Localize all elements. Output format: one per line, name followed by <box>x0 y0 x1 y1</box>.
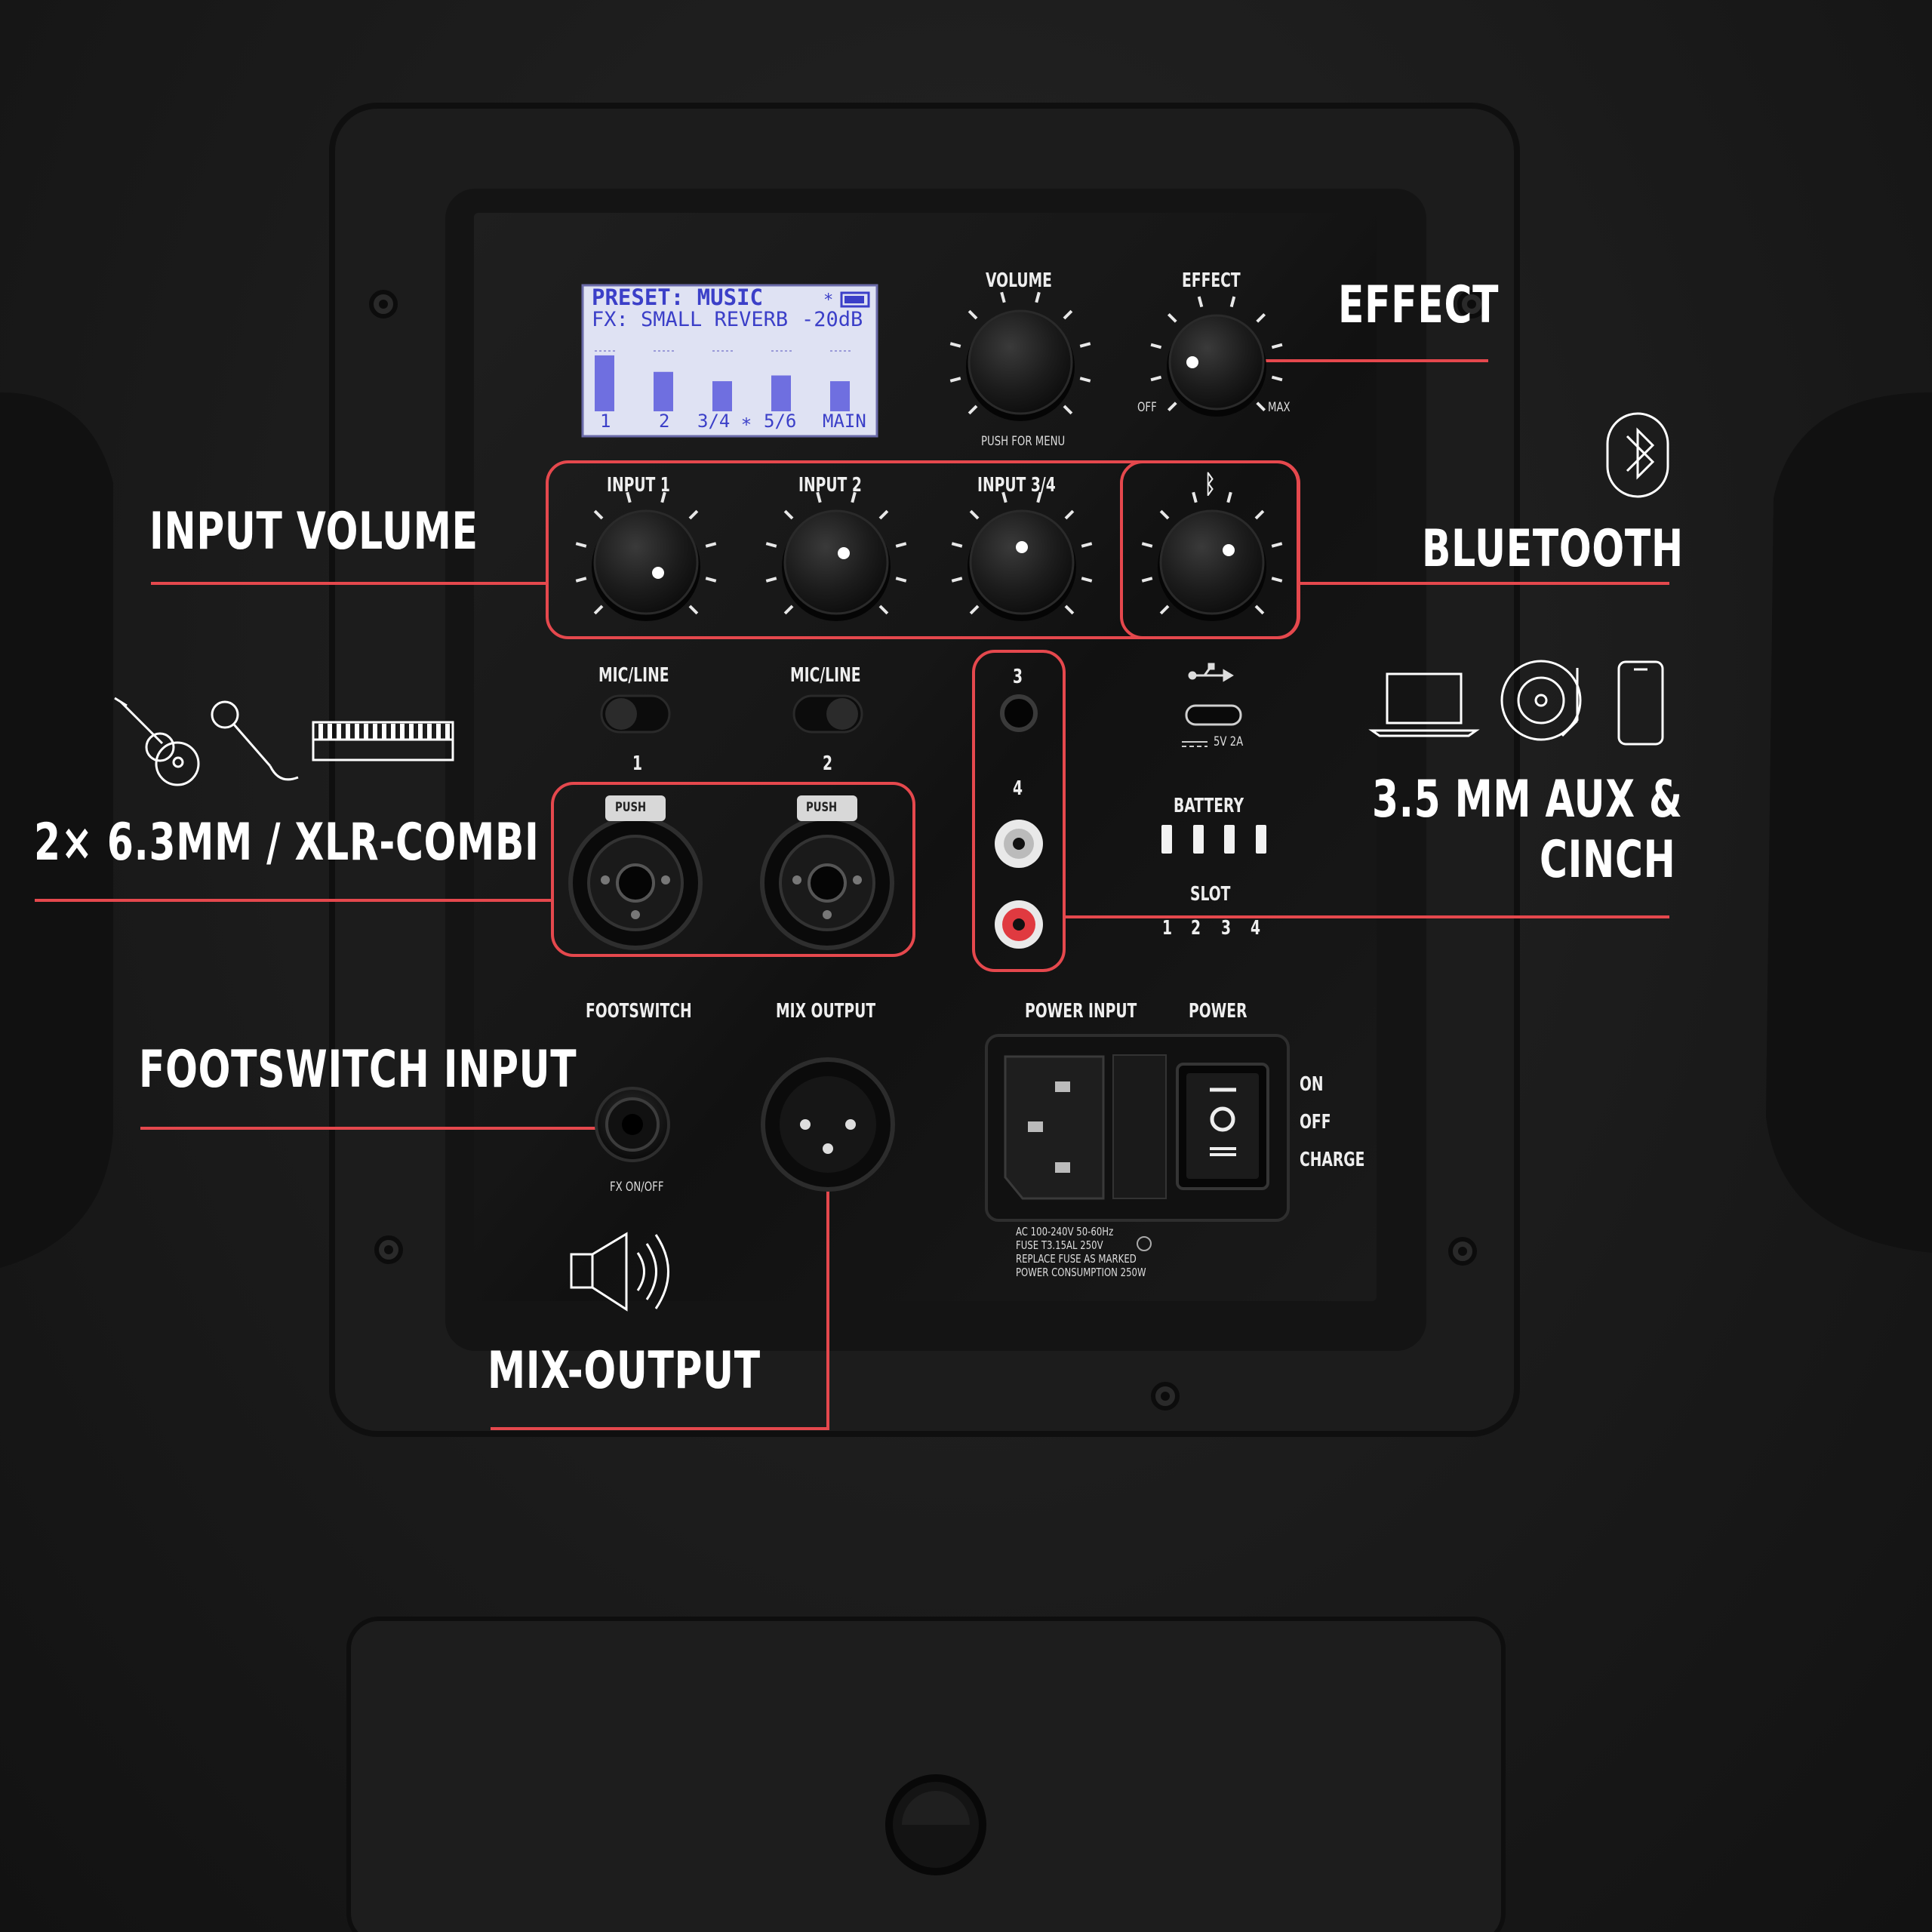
keyboard-icon <box>312 721 454 761</box>
keyboard-keys <box>318 724 450 739</box>
label-power-input: POWER INPUT <box>1025 1000 1137 1023</box>
bluetooth-icon <box>1606 412 1669 498</box>
usb-icon <box>1188 663 1234 682</box>
label-ch2: 2 <box>823 752 833 775</box>
label-input2: INPUT 2 <box>798 474 862 497</box>
lcd-preset: PRESET: MUSIC <box>592 285 763 310</box>
aux-jack <box>1000 694 1038 732</box>
input34-knob <box>951 491 1093 621</box>
left-handle-recess <box>0 392 113 1268</box>
label-input1: INPUT 1 <box>607 474 670 497</box>
fuse-holder <box>1112 1054 1167 1199</box>
lcd-bar <box>712 381 732 411</box>
input2-knob <box>765 491 907 621</box>
microphone-icon <box>211 700 299 781</box>
label-charge: CHARGE <box>1300 1149 1365 1171</box>
input1-knob <box>575 491 717 621</box>
label-usb-rating: 5V 2A <box>1214 734 1244 749</box>
label-push-for-menu: PUSH FOR MENU <box>981 434 1066 449</box>
label-footswitch: FOOTSWITCH <box>586 1000 692 1023</box>
label-effect: EFFECT <box>1182 269 1241 292</box>
lcd-bt-icon: ∗ <box>823 288 834 306</box>
lcd-bar <box>654 371 673 411</box>
label-mic-line-2: MIC/LINE <box>790 664 861 687</box>
label-mix-output: MIX OUTPUT <box>776 1000 876 1023</box>
lcd-level-bars <box>595 350 853 411</box>
label-in4: 4 <box>1013 777 1023 800</box>
label-battery: BATTERY <box>1174 795 1244 817</box>
label-ch1: 1 <box>632 752 643 775</box>
lcd-bar <box>771 375 791 411</box>
lcd-ch-4: 5/6 <box>764 411 797 432</box>
lcd-bar <box>595 355 614 411</box>
volume-knob <box>949 291 1091 421</box>
combi-jacks <box>568 795 894 950</box>
rating-line-4: POWER CONSUMPTION 250W <box>1016 1266 1146 1279</box>
label-off-switch: OFF <box>1300 1111 1331 1134</box>
speaker-icon <box>570 1232 669 1312</box>
label-in3: 3 <box>1013 666 1023 688</box>
callout-combi: 2× 6.3MM / XLR-COMBI <box>34 813 540 872</box>
rating-line-1: AC 100-240V 50-60Hz <box>1016 1225 1114 1238</box>
callout-input-volume: INPUT VOLUME <box>149 502 478 561</box>
label-on: ON <box>1300 1073 1324 1096</box>
lcd-ch-5: MAIN <box>823 411 866 432</box>
lcd-level: -20dB <box>801 308 863 331</box>
label-input34: INPUT 3/4 <box>977 474 1056 497</box>
callout-footswitch: FOOTSWITCH INPUT <box>139 1040 577 1100</box>
iec-inlet <box>1004 1055 1105 1200</box>
callout-aux-line1: 3.5 MM AUX & <box>1372 770 1683 829</box>
combi-jack-1 <box>568 795 703 950</box>
guitar-icon <box>114 697 200 786</box>
callout-aux-line2: CINCH <box>1540 830 1676 890</box>
label-volume: VOLUME <box>986 269 1052 292</box>
label-push-1: PUSH <box>615 800 647 815</box>
right-handle-recess <box>1766 392 1932 1253</box>
lcd-ch-1: 1 <box>600 411 611 432</box>
lcd-bar <box>830 381 850 411</box>
lcd-fx: FX: SMALL REVERB <box>592 308 789 331</box>
label-mic-line-1: MIC/LINE <box>598 664 669 687</box>
label-max: MAX <box>1268 400 1291 415</box>
label-slot-1: 1 <box>1162 917 1173 940</box>
effect-knob <box>1150 296 1283 417</box>
label-off: OFF <box>1137 400 1157 415</box>
rca-jacks <box>995 820 1043 949</box>
laptop-icon <box>1368 672 1480 737</box>
battery-leds <box>1161 825 1266 854</box>
lcd-ch-2: 2 <box>659 411 670 432</box>
callout-mix-output: MIX-OUTPUT <box>488 1341 761 1401</box>
label-push-2: PUSH <box>806 800 838 815</box>
rating-line-3: REPLACE FUSE AS MARKED <box>1016 1252 1137 1266</box>
lcd-ch-3: 3/4 ∗ <box>697 411 752 432</box>
label-bt: ᛒ <box>1204 469 1216 500</box>
mic-line-switches <box>600 694 863 734</box>
combi-jack-2 <box>760 795 894 950</box>
label-slot-2: 2 <box>1191 917 1201 940</box>
bluetooth-knob <box>1141 491 1283 621</box>
turntable-icon <box>1500 660 1582 741</box>
rating-line-2: FUSE T3.15AL 250V <box>1016 1238 1103 1252</box>
label-power: POWER <box>1189 1000 1247 1023</box>
label-fx-onoff: FX ON/OFF <box>610 1180 664 1195</box>
callout-effect: EFFECT <box>1338 275 1500 335</box>
label-slot: SLOT <box>1190 883 1231 906</box>
label-slot-3: 3 <box>1221 917 1232 940</box>
smartphone-icon <box>1617 660 1664 746</box>
label-slot-4: 4 <box>1251 917 1261 940</box>
callout-bluetooth: BLUETOOTH <box>1422 519 1684 579</box>
